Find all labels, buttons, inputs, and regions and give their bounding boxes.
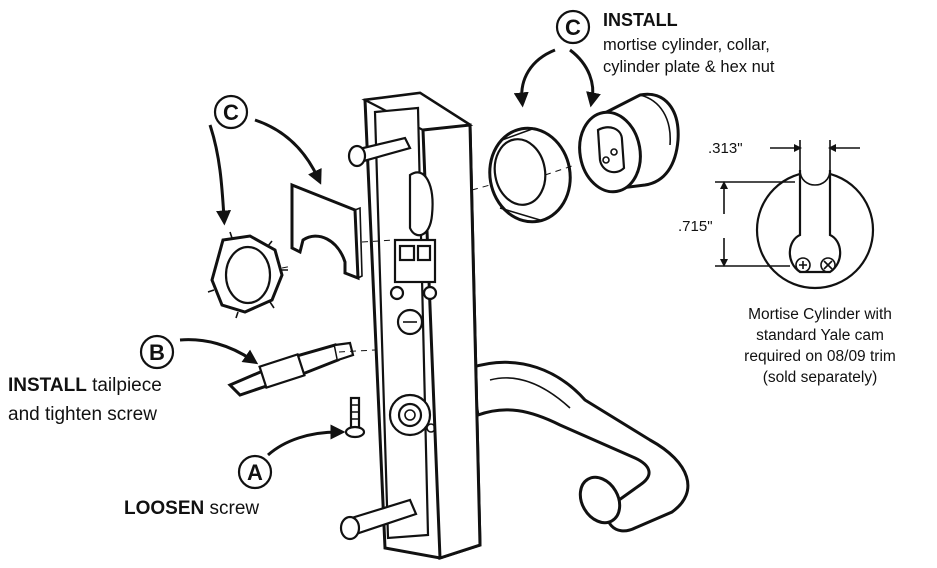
cylinder-end-view bbox=[755, 169, 875, 290]
lever-handle bbox=[468, 360, 690, 533]
cylinder-note-line3: required on 08/09 trim bbox=[744, 348, 896, 365]
dimension-height: .715" bbox=[678, 218, 713, 235]
assembly-guide-lines bbox=[281, 164, 576, 353]
install-cylinder-heading: INSTALL bbox=[603, 10, 678, 30]
curved-arrows bbox=[179, 48, 601, 457]
cylinder-note-line2: standard Yale cam bbox=[756, 327, 884, 344]
dimension-width: .313" bbox=[708, 140, 743, 157]
cylinder-collar bbox=[488, 126, 572, 224]
step-c-left-letter: C bbox=[223, 100, 239, 125]
step-a-letter: A bbox=[247, 460, 263, 485]
cylinder-note-line1: Mortise Cylinder with bbox=[748, 306, 892, 323]
step-a-marker: A bbox=[237, 454, 273, 490]
install-cylinder-line2: cylinder plate & hex nut bbox=[603, 58, 775, 76]
install-tailpiece-line2: and tighten screw bbox=[8, 404, 157, 425]
cylinder-note-line4: (sold separately) bbox=[763, 369, 878, 386]
cylinder-plate bbox=[290, 182, 363, 281]
loosen-screw-rest: screw bbox=[204, 498, 259, 519]
loosen-screw-label: LOOSEN screw bbox=[124, 498, 259, 519]
tailpiece bbox=[227, 341, 355, 397]
mortise-cylinder bbox=[578, 92, 680, 194]
install-tailpiece-heading: INSTALL bbox=[8, 375, 87, 396]
step-c-top-marker: C bbox=[555, 9, 591, 45]
escutcheon-plate bbox=[339, 91, 482, 561]
step-c-left-marker: C bbox=[213, 94, 249, 130]
install-tailpiece-rest: tailpiece bbox=[87, 375, 162, 396]
install-cylinder-line1: mortise cylinder, collar, bbox=[603, 36, 770, 54]
step-b-marker: B bbox=[139, 334, 175, 370]
set-screw bbox=[344, 396, 366, 439]
step-b-letter: B bbox=[149, 340, 165, 365]
dimension-lines bbox=[715, 140, 860, 267]
loosen-screw-heading: LOOSEN bbox=[124, 498, 204, 519]
hex-nut bbox=[207, 231, 288, 319]
step-c-top-letter: C bbox=[565, 15, 581, 40]
install-tailpiece-line1: INSTALL tailpiece bbox=[8, 375, 162, 396]
